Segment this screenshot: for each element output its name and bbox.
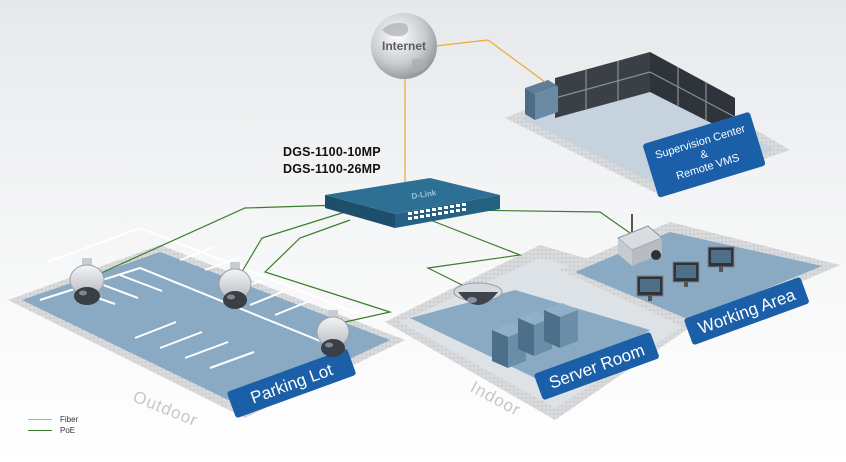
fiber-internet-supervision <box>434 39 546 83</box>
parking-lot-label-box <box>227 349 356 418</box>
supervision-center-area: Supervision Center & Remote VMS <box>505 52 790 198</box>
legend-poe: PoE <box>28 426 75 435</box>
server-rack-icons <box>492 303 578 368</box>
legend-poe-label: PoE <box>60 426 76 435</box>
dome-camera-icon <box>453 282 503 305</box>
switch-model-1: DGS-1100-10MP <box>283 145 381 159</box>
legend-fiber: Fiber <box>28 415 78 424</box>
poe-links <box>89 204 641 323</box>
switch-icon: D-Link <box>325 178 500 228</box>
poe-link-camera-1 <box>89 204 341 279</box>
video-wall-icon <box>525 52 736 135</box>
supervision-label-box <box>643 112 766 198</box>
poe-link-camera-2 <box>239 211 346 276</box>
fiber-links <box>404 39 546 190</box>
server-room-label-box <box>534 332 659 400</box>
internet-globe-icon: Internet <box>371 13 437 79</box>
ptz-camera-3-icon <box>316 310 350 357</box>
switch-brand: D-Link <box>411 188 438 201</box>
legend-fiber-label: Fiber <box>60 415 79 424</box>
legend-fiber-swatch <box>28 419 52 420</box>
poe-link-dome-camera <box>424 217 523 289</box>
workstation-icons <box>636 246 735 301</box>
switch-model-2: DGS-1100-26MP <box>283 162 381 176</box>
ptz-camera-2-icon <box>218 262 252 309</box>
poe-link-camera-3 <box>263 219 393 323</box>
supervision-line2: & <box>699 148 710 162</box>
box-camera-icon <box>617 214 663 266</box>
ptz-camera-1-icon <box>69 258 105 305</box>
internet-label: Internet <box>382 39 426 53</box>
poe-link-box-camera <box>459 209 641 241</box>
working-area-label-box <box>684 277 809 345</box>
legend-poe-swatch <box>28 430 52 431</box>
